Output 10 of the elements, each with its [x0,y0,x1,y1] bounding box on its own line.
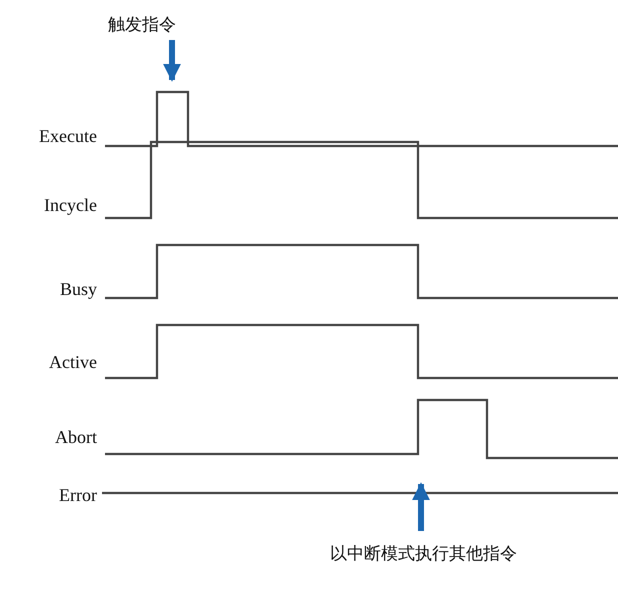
arrow [412,482,430,531]
annotation-text: 触发指令 [108,14,176,36]
annotation-text: 以中断模式执行其他指令 [330,543,517,565]
arrow [163,40,181,82]
signal-name: Incycle [43,195,97,215]
signal-name: Abort [54,427,97,447]
signal-name: Active [48,352,97,372]
signal-name: Busy [58,279,97,299]
signal-name: Execute [38,126,97,146]
signal-name: Error [58,485,97,505]
